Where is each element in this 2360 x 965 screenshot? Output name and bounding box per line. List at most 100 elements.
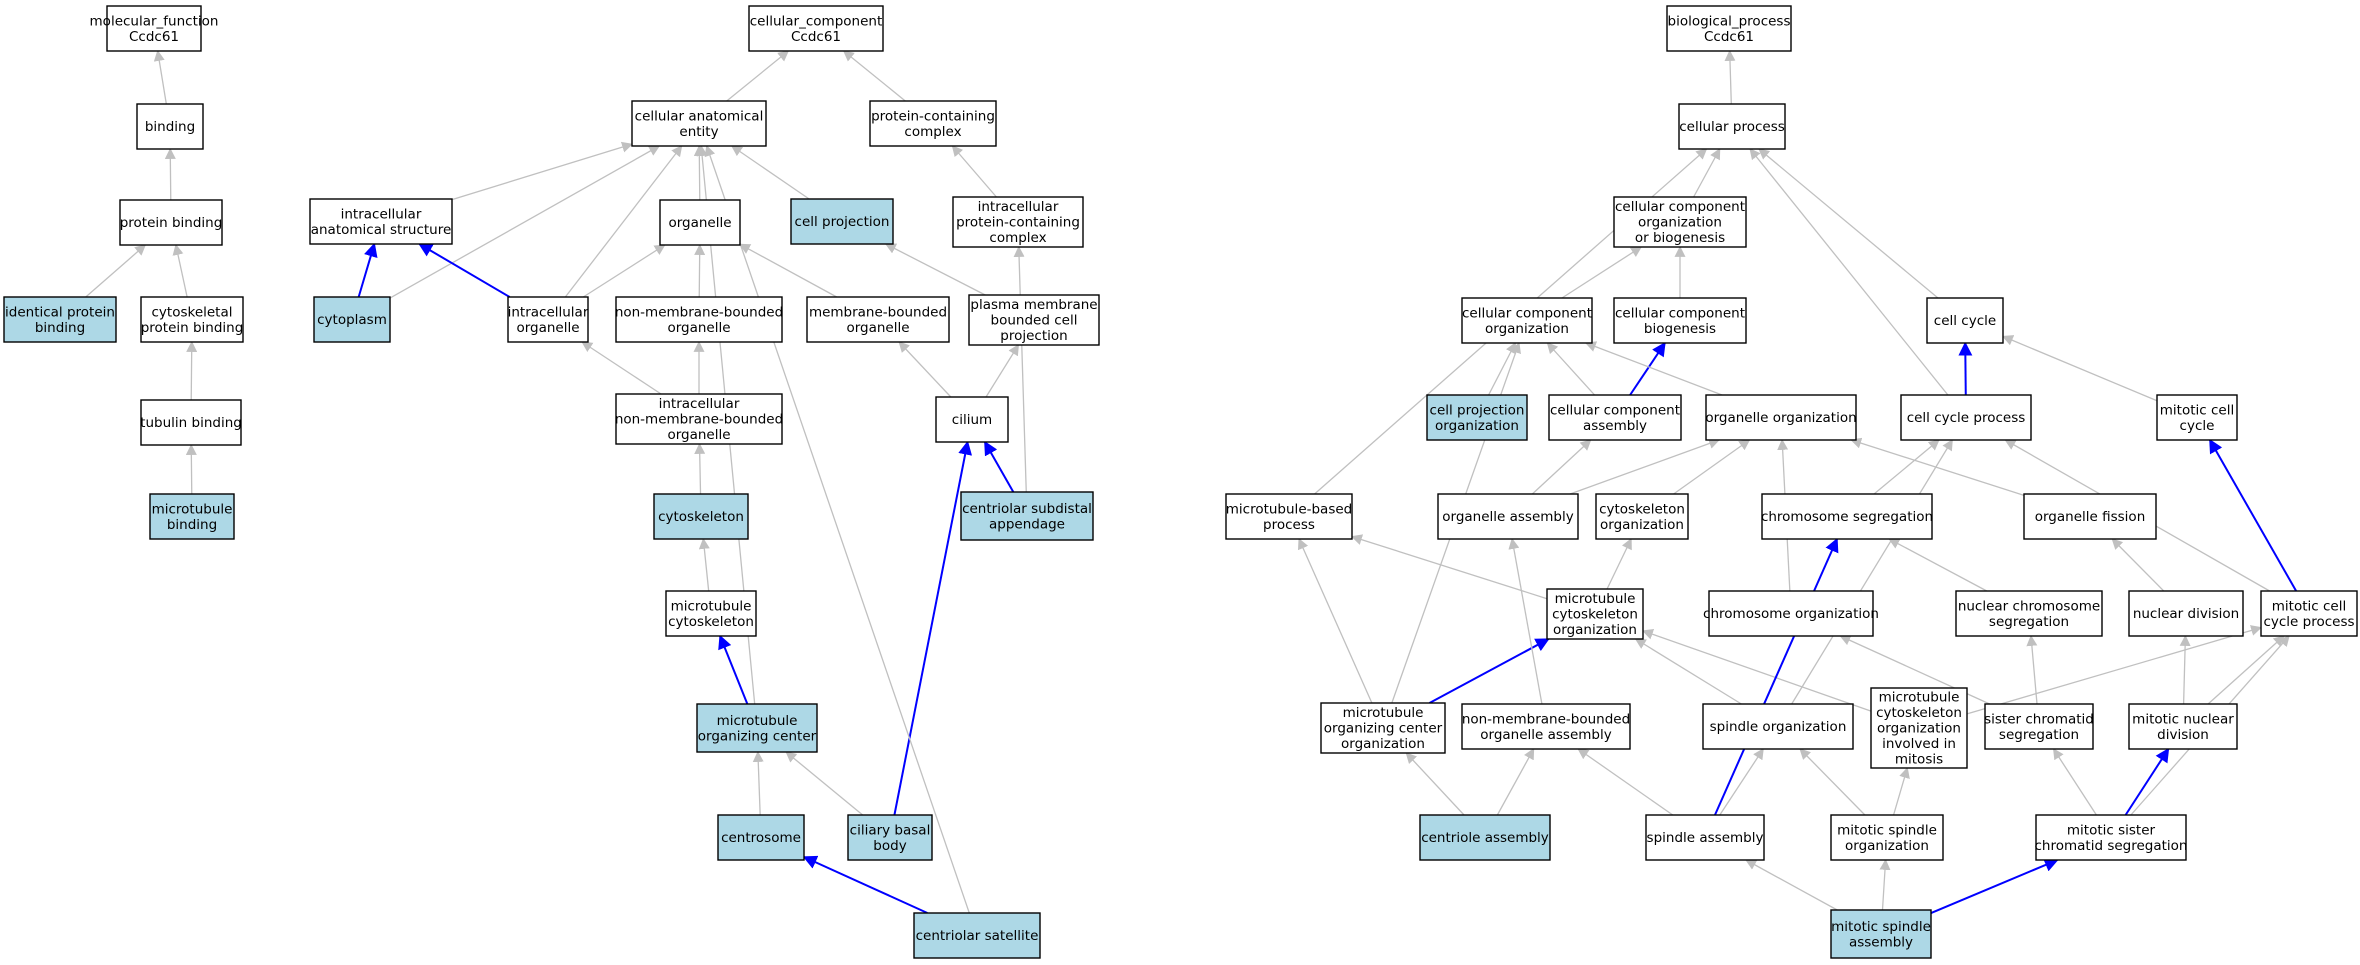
edge-mocoo-to-microtubule-based-process bbox=[1297, 537, 1373, 704]
node-label-line: organelle bbox=[667, 320, 730, 336]
node-label-line: binding bbox=[35, 320, 85, 336]
node-box bbox=[2156, 394, 2238, 441]
edge-mitotic-cell-cycle-to-cell-cycle bbox=[2001, 335, 2158, 402]
node-label-line: microtubule bbox=[152, 501, 233, 517]
edge-cell-projection-organization-to-cco bbox=[1488, 342, 1516, 396]
edge-centriolar-satellite-to-cellular-anatomical-entity bbox=[704, 144, 970, 914]
node-label-line: organization bbox=[1485, 321, 1569, 337]
node-label-line: cytoskeleton bbox=[658, 509, 744, 525]
node-cilium: cilium bbox=[935, 396, 1009, 443]
edge-mitotic-nuclear-division-to-mitotic-cell-cycle-process bbox=[2207, 635, 2285, 705]
edge-centriole-assembly-to-mocoo bbox=[1405, 752, 1465, 816]
node-box bbox=[847, 814, 933, 861]
node-mcoim: microtubulecytoskeletonorganizationinvol… bbox=[1870, 687, 1968, 769]
node-chromosome-segregation: chromosome segregation bbox=[1761, 493, 1933, 540]
node-box bbox=[968, 294, 1100, 346]
edge-spindle-organization-to-cell-cycle-process bbox=[1791, 439, 1953, 705]
edge-centriolar-subdistal-appendage-to-intracellular-protein-containing-complex bbox=[1013, 245, 1027, 493]
node-label-line: organization bbox=[1341, 736, 1425, 752]
node-box bbox=[1708, 590, 1874, 637]
node-box bbox=[790, 198, 894, 245]
node-label-line: organelle assembly bbox=[1480, 727, 1611, 743]
node-cellular-process: cellular process bbox=[1678, 103, 1786, 150]
edge-identical-protein-binding-to-protein-binding bbox=[85, 244, 147, 298]
node-box bbox=[717, 814, 805, 861]
node-label-line: organization bbox=[1553, 622, 1637, 638]
node-label-line: organizing center bbox=[1324, 721, 1443, 737]
node-label-line: cytoskeleton bbox=[668, 614, 754, 630]
node-label-line: cell projection bbox=[1430, 402, 1525, 418]
edge-plasma-membrane-bounded-cell-projection-to-cell-projection bbox=[884, 243, 986, 296]
edge-cytoplasm-to-cellular-anatomical-entity bbox=[389, 145, 661, 299]
node-label-line: plasma membrane bbox=[970, 297, 1097, 313]
node-label-line: protein-containing bbox=[871, 108, 995, 124]
node-protein-binding: protein binding bbox=[119, 199, 223, 246]
node-box bbox=[1613, 196, 1747, 248]
node-label-line: organization bbox=[1600, 517, 1684, 533]
edge-organelle-organization-to-cco bbox=[1584, 341, 1723, 396]
node-label-line: organelle organization bbox=[1705, 410, 1856, 426]
edge-cytoplasm-to-intracellular-anatomical-structure bbox=[357, 242, 378, 298]
node-label-line: complex bbox=[989, 230, 1046, 246]
node-label-line: binding bbox=[167, 517, 217, 533]
node-label-line: microtubule bbox=[1879, 690, 1960, 706]
node-cell-cycle-process: cell cycle process bbox=[1900, 394, 2032, 441]
edge-tubulin-binding-to-cytoskeletal-protein-binding bbox=[186, 340, 198, 401]
node-box bbox=[140, 296, 244, 343]
node-organelle-organization: organelle organization bbox=[1705, 394, 1857, 441]
edge-non-membrane-bounded-organelle-to-organelle bbox=[694, 243, 706, 298]
edge-cellular-process-to-bp-root bbox=[1724, 49, 1736, 105]
node-label-line: assembly bbox=[1583, 418, 1647, 434]
node-label-line: organelle bbox=[846, 320, 909, 336]
edge-centriolar-subdistal-appendage-to-cilium bbox=[983, 440, 1015, 493]
node-label-line: microtubule bbox=[1343, 705, 1424, 721]
node-organelle-assembly: organelle assembly bbox=[1437, 493, 1579, 540]
node-label-line: mitotic cell bbox=[2160, 402, 2234, 418]
edge-ciliary-basal-body-to-cilium bbox=[893, 440, 973, 816]
node-label-line: intracellular bbox=[341, 206, 422, 222]
node-label-line: identical protein bbox=[5, 304, 115, 320]
edge-mscs-to-sister-chromatid-segregation bbox=[2052, 748, 2097, 816]
edge-chromosome-segregation-to-cell-cycle-process bbox=[1873, 439, 1940, 495]
edge-cca-to-ccb bbox=[1629, 341, 1666, 396]
node-box bbox=[696, 703, 818, 753]
node-box bbox=[3, 296, 117, 343]
node-box bbox=[106, 5, 202, 52]
node-label-line: biogenesis bbox=[1644, 321, 1716, 337]
node-label-line: cellular component bbox=[1462, 305, 1592, 321]
node-label-line: microtubule bbox=[671, 598, 752, 614]
node-centriolar-satellite: centriolar satellite bbox=[913, 912, 1041, 959]
node-label-line: cytoskeleton bbox=[1552, 607, 1638, 623]
node-label-line: intracellular bbox=[978, 199, 1059, 215]
node-label-line: mitotic sister bbox=[2067, 822, 2156, 838]
node-label-line: bounded cell bbox=[991, 313, 1078, 329]
node-label-line: non-membrane-bounded bbox=[615, 412, 783, 428]
node-label-line: microtubule bbox=[717, 713, 798, 729]
node-box bbox=[1678, 103, 1786, 150]
edge-mitotic-spindle-assembly-to-spindle-assembly bbox=[1745, 859, 1838, 911]
node-box bbox=[960, 491, 1094, 541]
node-label-line: body bbox=[873, 838, 906, 854]
node-label-line: organization bbox=[1877, 721, 1961, 737]
edge-organelle-to-cellular-anatomical-entity bbox=[693, 144, 705, 201]
edge-cell-projection-to-cellular-anatomical-entity bbox=[730, 145, 810, 200]
node-label-line: organizing center bbox=[698, 728, 817, 744]
node-box bbox=[1419, 814, 1551, 861]
edge-cytoskeleton-to-intracellular-non-membrane-bounded-organelle bbox=[694, 442, 706, 495]
node-label-line: organization bbox=[1845, 838, 1929, 854]
node-label-line: or biogenesis bbox=[1635, 230, 1725, 246]
